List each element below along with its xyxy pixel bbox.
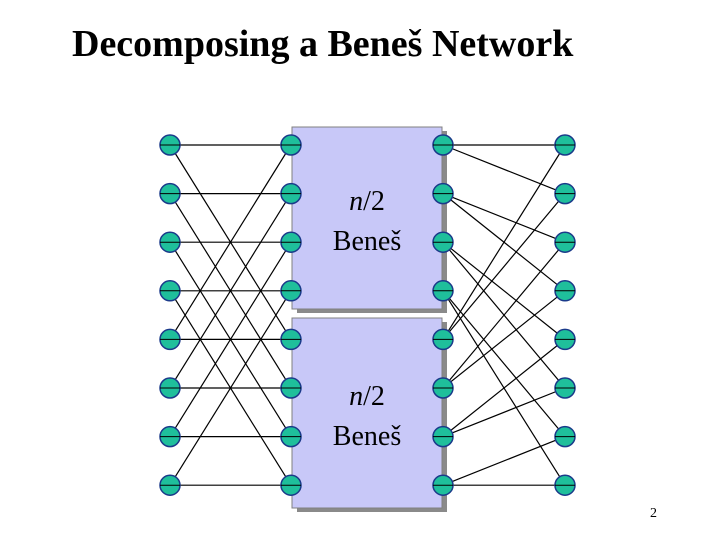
left-inner-node	[280, 377, 302, 399]
right-inner-node	[432, 328, 454, 351]
subnetwork-bottom-name: Beneš	[333, 421, 402, 452]
left-wire	[169, 193, 292, 389]
left-inner-node	[280, 425, 302, 448]
right-inner-node	[432, 134, 454, 156]
left-outer-node	[159, 231, 181, 253]
subnetwork-bottom: n/2 Beneš	[291, 317, 447, 512]
right-wire	[442, 436, 566, 486]
right-outer-node	[554, 280, 576, 302]
left-outer-node	[159, 134, 181, 156]
subnetwork-top: n/2 Beneš	[291, 126, 447, 313]
left-inner-node	[280, 134, 302, 156]
right-wire	[442, 241, 566, 389]
right-inner-node	[432, 280, 454, 302]
left-inner-node	[280, 231, 302, 253]
right-outer-node	[554, 231, 576, 253]
subnetwork-top-size-var: n	[349, 186, 363, 217]
subnetwork-bottom-box	[291, 317, 443, 509]
left-outer-node	[159, 280, 181, 302]
right-outer-node	[554, 134, 576, 156]
right-inner-node	[432, 377, 454, 399]
right-wire	[442, 290, 566, 389]
right-outer-node	[554, 182, 576, 205]
right-inner-node	[432, 231, 454, 253]
subnetwork-bottom-size-var: n	[349, 381, 363, 412]
page-number: 2	[650, 506, 657, 521]
left-inner-node	[280, 328, 302, 351]
slide-title: Decomposing a Beneš Network	[72, 23, 574, 65]
subnetwork-top-size-rest: /2	[363, 186, 385, 217]
right-wire	[442, 338, 566, 438]
right-wire	[442, 387, 566, 438]
left-wire	[169, 290, 292, 486]
right-wire	[442, 144, 566, 195]
subnetwork-top-name: Beneš	[333, 226, 402, 257]
right-outer-node	[554, 328, 576, 351]
right-outer-node	[554, 425, 576, 448]
left-inner-node	[280, 474, 302, 496]
left-outer-node	[159, 182, 181, 205]
right-wire	[442, 290, 566, 437]
left-outer-node	[159, 425, 181, 448]
left-inner-node	[280, 182, 302, 205]
right-wire	[442, 193, 566, 340]
left-wire	[169, 144, 292, 340]
right-wire	[442, 144, 566, 340]
subnetwork-top-size: n/2	[349, 186, 385, 217]
right-outer-node	[554, 377, 576, 399]
right-wire	[442, 241, 566, 340]
right-wire	[442, 193, 566, 243]
left-wires	[169, 144, 292, 486]
left-outer-node	[159, 328, 181, 351]
right-wires	[442, 144, 566, 486]
right-inner-node	[432, 474, 454, 496]
right-inner-node	[432, 182, 454, 205]
left-wire	[169, 241, 292, 437]
subnetwork-bottom-size-rest: /2	[363, 381, 385, 412]
left-outer-node	[159, 474, 181, 496]
subnetwork-top-box	[291, 126, 443, 310]
right-outer-node	[554, 474, 576, 496]
left-outer-node	[159, 377, 181, 399]
right-inner-node	[432, 425, 454, 448]
subnetwork-bottom-size: n/2	[349, 381, 385, 412]
left-inner-node	[280, 280, 302, 302]
nodes	[159, 134, 576, 496]
